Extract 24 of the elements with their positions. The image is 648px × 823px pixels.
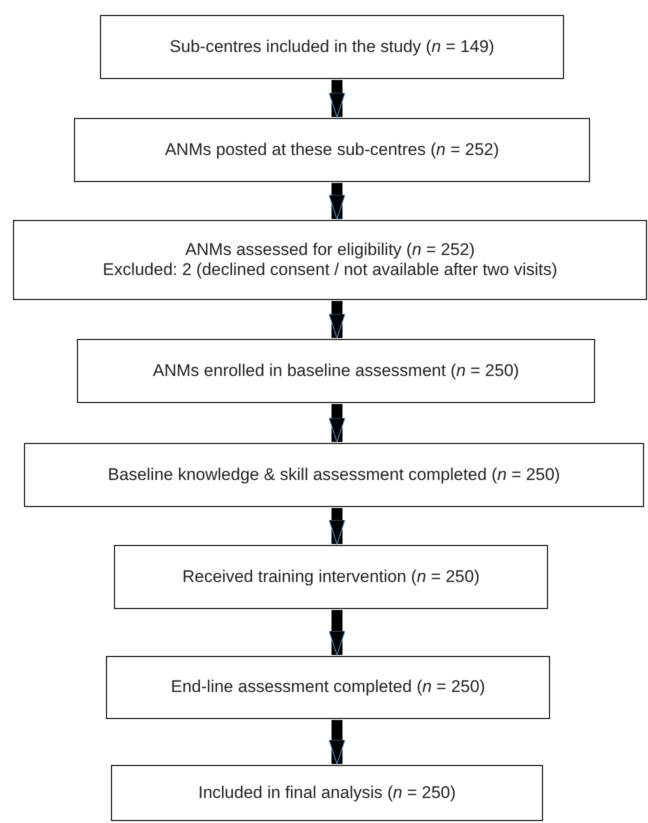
block-arrow (328, 404, 346, 442)
box-text: Included in final analysis (n = 250) (198, 782, 456, 804)
box-text: ANMs assessed for eligibility (n = 252) (185, 240, 475, 260)
block-arrow (328, 301, 346, 338)
box-text: ANMs posted at these sub-centres (n = 252) (164, 140, 500, 160)
block-arrow (328, 610, 346, 656)
box-text: Received training intervention (n = 250) (182, 566, 480, 588)
box-text: Sub-centres included in the study (n = 149) (170, 36, 494, 58)
block-arrow (328, 508, 346, 544)
process-box (100, 15, 564, 79)
block-arrow (328, 80, 346, 118)
process-box (74, 118, 590, 182)
box-text: Baseline knowledge & skill assessment completed (n = 250) (108, 464, 560, 486)
process-box (24, 443, 644, 507)
process-box (77, 339, 595, 403)
box-text: End-line assessment completed (n = 250) (170, 677, 486, 698)
box-text: Excluded: 2 (declined consent / not available after two visits) (102, 260, 558, 280)
process-box (114, 545, 548, 609)
process-box (111, 765, 543, 821)
block-arrow (328, 720, 346, 764)
process-box (13, 220, 647, 300)
block-arrow (328, 183, 346, 220)
process-box (106, 656, 550, 719)
box-text: ANMs enrolled in baseline assessment (n = 250) (152, 360, 520, 382)
